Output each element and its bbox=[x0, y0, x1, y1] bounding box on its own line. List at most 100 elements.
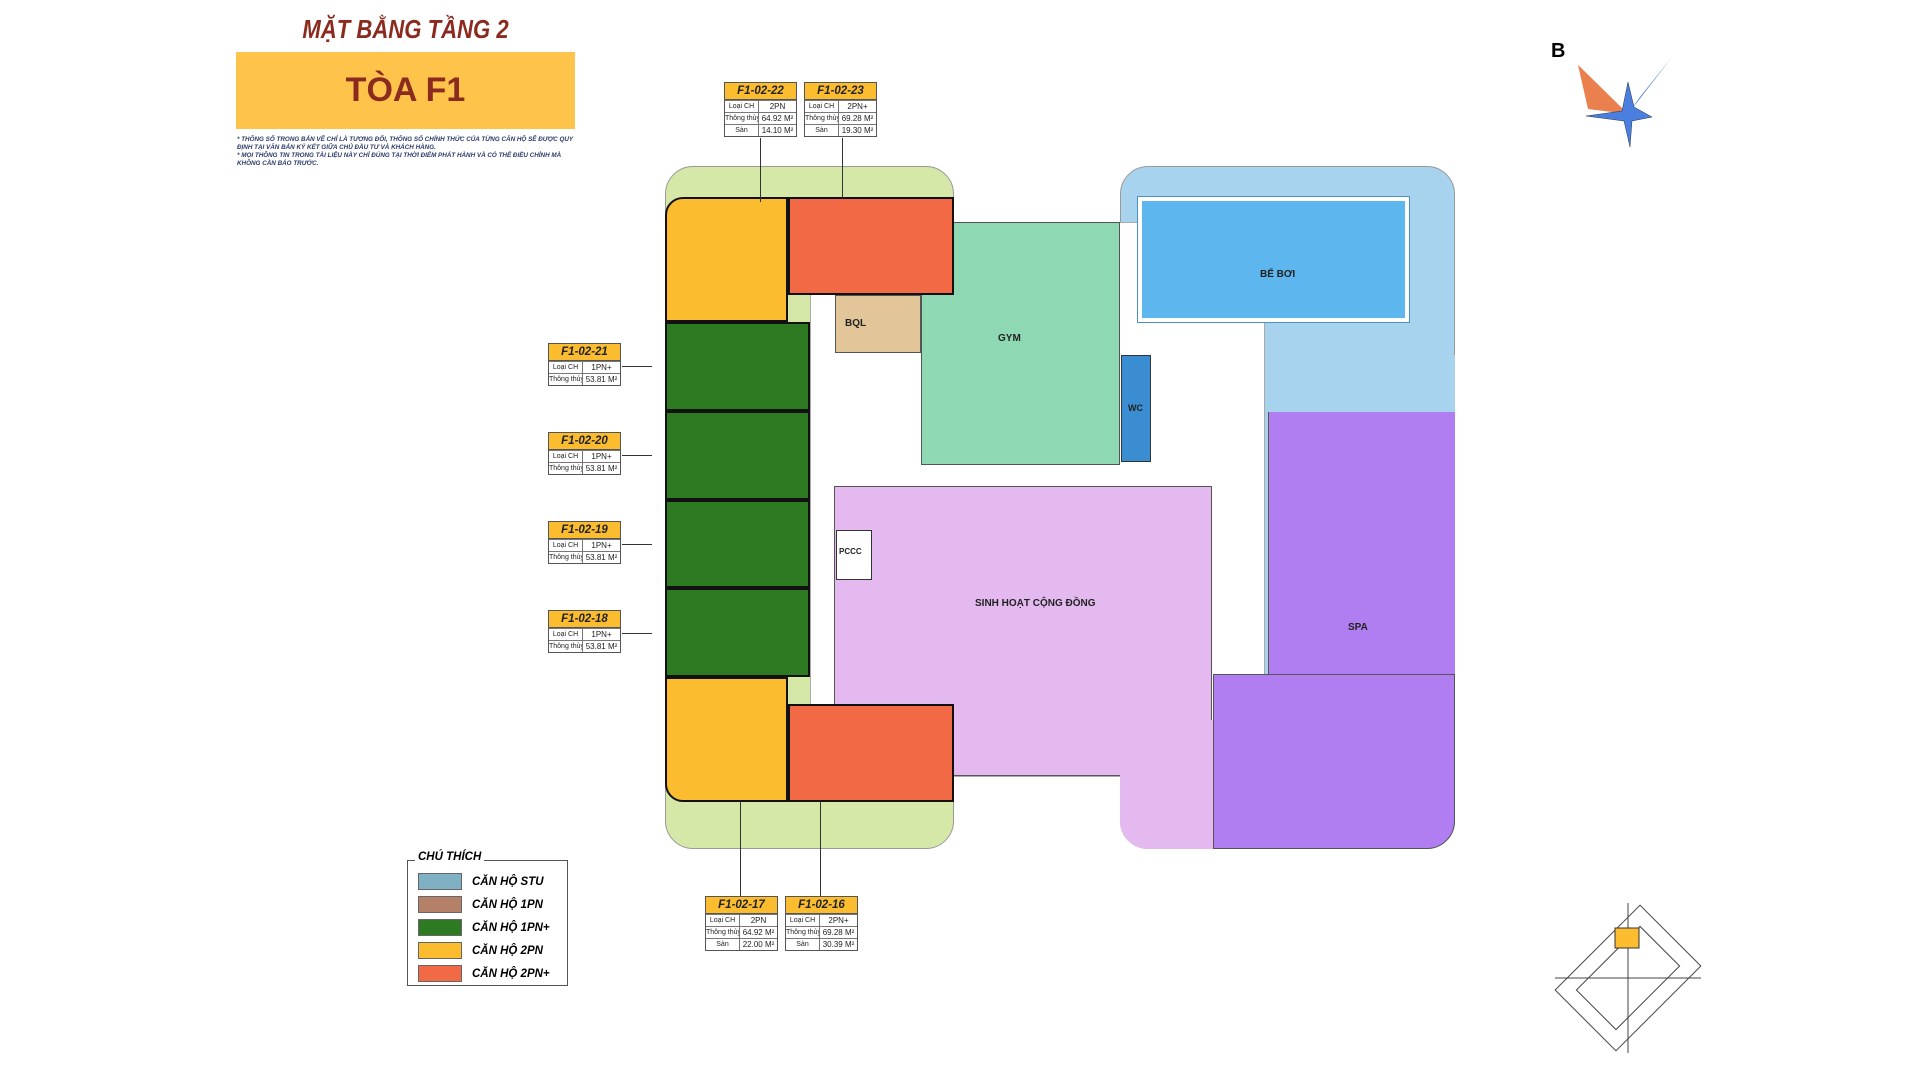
note-2: * MỌI THÔNG TIN TRONG TÀI LIỆU NÀY CHỈ Đ… bbox=[237, 152, 562, 167]
page-title: MẶT BẰNG TẦNG 2 bbox=[302, 14, 509, 44]
legend-label: CĂN HỘ 1PN+ bbox=[472, 921, 550, 934]
unit-info-row: Loại CH 1PN+ bbox=[549, 539, 620, 551]
unit-info-value: 2PN bbox=[750, 916, 767, 925]
unit-code: F1-02-22 bbox=[725, 83, 796, 100]
unit-info-value: 53.81 M² bbox=[585, 553, 618, 562]
unit-info-value: 69.28 M² bbox=[841, 114, 874, 123]
unit-info-value: 1PN+ bbox=[591, 452, 612, 461]
unit-info-value: 14.10 M² bbox=[761, 126, 794, 135]
unit-F1-02-17[interactable] bbox=[665, 677, 788, 802]
unit-code: F1-02-21 bbox=[549, 344, 620, 361]
unit-info-row: Loại CH 2PN+ bbox=[786, 914, 857, 926]
unit-info-label: Sàn bbox=[805, 125, 839, 136]
pool bbox=[1137, 196, 1410, 323]
disclaimer-notes: * THÔNG SỐ TRONG BẢN VẼ CHỈ LÀ TƯƠNG ĐỐI… bbox=[237, 136, 577, 168]
legend-label: CĂN HỘ STU bbox=[472, 875, 544, 888]
unit-code: F1-02-19 bbox=[549, 522, 620, 539]
unit-info-value: 1PN+ bbox=[591, 363, 612, 372]
unit-info-label: Loại CH bbox=[786, 915, 820, 926]
unit-F1-02-19[interactable] bbox=[665, 500, 810, 588]
wc-label: WC bbox=[1128, 403, 1143, 413]
unit-info-label: Loại CH bbox=[549, 629, 583, 640]
legend-item: CĂN HỘ 2PN+ bbox=[418, 965, 567, 982]
unit-F1-02-20[interactable] bbox=[665, 411, 810, 500]
compass-label: B bbox=[1551, 40, 1565, 62]
community-label: SINH HOẠT CỘNG ĐỒNG bbox=[975, 598, 1096, 609]
leader-line bbox=[820, 802, 821, 896]
unit-info-value: 64.92 M² bbox=[742, 928, 775, 937]
unit-info-value: 19.30 M² bbox=[841, 126, 874, 135]
gym bbox=[921, 222, 1120, 465]
unit-info-value: 2PN+ bbox=[828, 916, 849, 925]
unit-info-value: 1PN+ bbox=[591, 541, 612, 550]
legend-swatch bbox=[418, 919, 462, 936]
unit-info-label: Thông thủy bbox=[706, 927, 740, 938]
unit-code: F1-02-16 bbox=[786, 897, 857, 914]
legend: CĂN HỘ STU CĂN HỘ 1PN CĂN HỘ 1PN+ CĂN HỘ 2P… bbox=[407, 860, 568, 986]
unit-info-label: Thông thủy bbox=[805, 113, 839, 124]
unit-info-label: Loại CH bbox=[549, 540, 583, 551]
unit-info-value: 53.81 M² bbox=[585, 464, 618, 473]
legend-item: CĂN HỘ 1PN+ bbox=[418, 919, 567, 936]
unit-F1-02-21[interactable] bbox=[665, 322, 810, 411]
leader-line bbox=[760, 138, 761, 202]
spa-lower bbox=[1213, 674, 1455, 849]
unit-info-value: 1PN+ bbox=[591, 630, 612, 639]
wc bbox=[1121, 355, 1151, 462]
legend-swatch bbox=[418, 942, 462, 959]
spa-label: SPA bbox=[1348, 622, 1368, 633]
unit-info-row: Loại CH 2PN bbox=[706, 914, 777, 926]
unit-info-value: 30.39 M² bbox=[822, 940, 855, 949]
unit-info-value: 53.81 M² bbox=[585, 642, 618, 651]
bql-label: BQL bbox=[845, 318, 867, 329]
unit-info-label: Loại CH bbox=[549, 451, 583, 462]
legend-label: CĂN HỘ 2PN+ bbox=[472, 967, 550, 980]
compass-icon: B bbox=[1551, 40, 1672, 148]
legend-swatch bbox=[418, 965, 462, 982]
unit-info-value: 2PN bbox=[769, 102, 786, 111]
unit-F1-02-23[interactable] bbox=[788, 197, 954, 295]
unit-F1-02-18[interactable] bbox=[665, 588, 810, 677]
leader-line bbox=[842, 138, 843, 198]
leader-line bbox=[622, 455, 652, 456]
unit-info-label: Thông thủy bbox=[725, 113, 759, 124]
unit-info-label: Loại CH bbox=[706, 915, 740, 926]
legend-swatch bbox=[418, 873, 462, 890]
legend-title: CHÚ THÍCH bbox=[415, 851, 485, 863]
unit-code: F1-02-17 bbox=[706, 897, 777, 914]
pool-deck bbox=[1265, 355, 1455, 415]
unit-info-value: 22.00 M² bbox=[742, 940, 775, 949]
unit-info-label: Sàn bbox=[706, 939, 740, 950]
leader-line bbox=[740, 802, 741, 896]
unit-F1-02-22[interactable] bbox=[665, 197, 788, 322]
unit-info-label: Thông thủy bbox=[549, 463, 583, 474]
unit-info-value: 64.92 M² bbox=[761, 114, 794, 123]
unit-info-value: 53.81 M² bbox=[585, 375, 618, 384]
legend-label: CĂN HỘ 1PN bbox=[472, 898, 543, 911]
unit-info-label: Loại CH bbox=[805, 101, 839, 112]
gym-label: GYM bbox=[998, 333, 1021, 344]
unit-F1-02-16[interactable] bbox=[788, 704, 954, 802]
